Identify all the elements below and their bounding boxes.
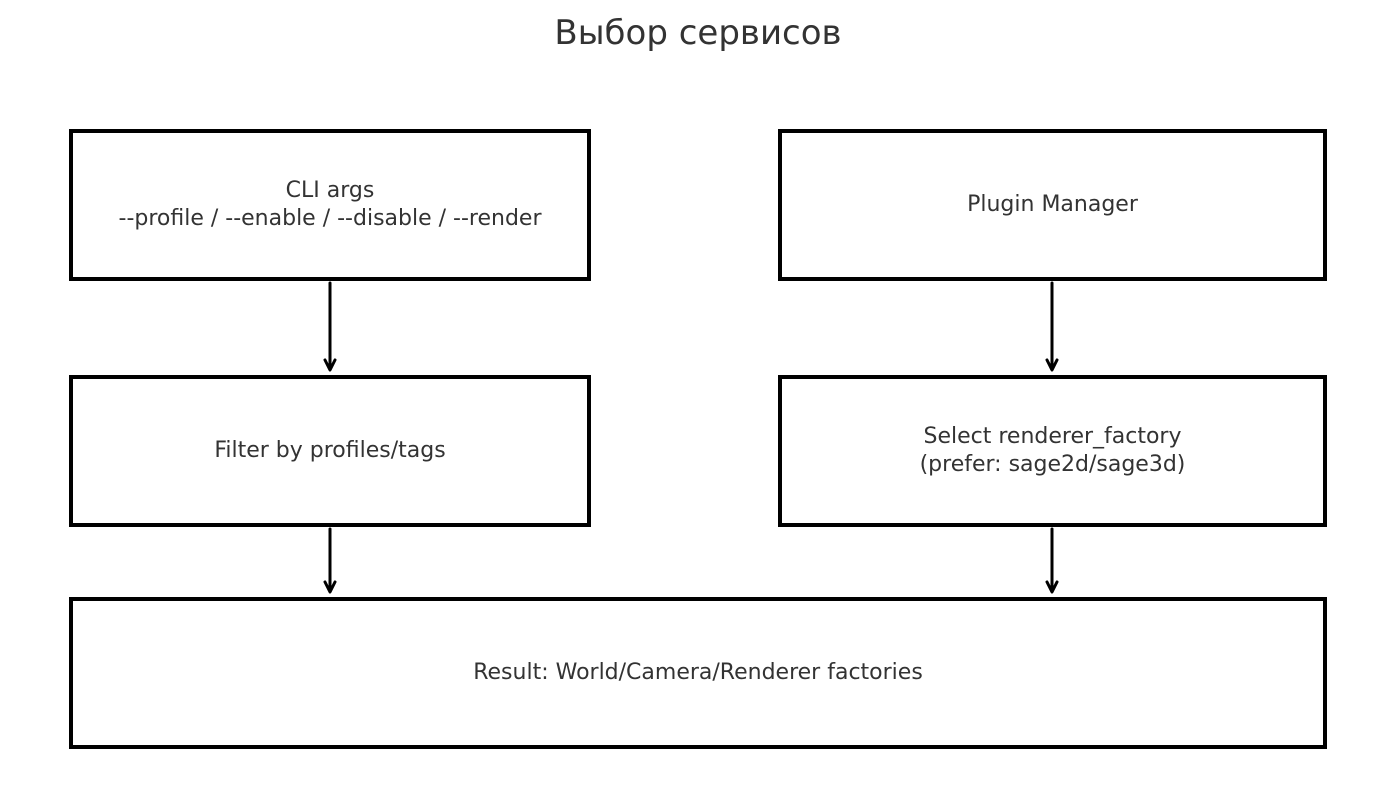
node-cli-args-options: --profile / --enable / --disable / --ren… [118,206,542,231]
node-plugin-manager-label: Plugin Manager [967,192,1138,217]
arrow-filter-to-result [323,527,337,594]
node-filter-profiles: Filter by profiles/tags [69,375,591,527]
arrow-cli-to-filter [323,281,337,372]
arrow-select-to-result [1045,527,1059,594]
node-select-renderer-note: (prefer: sage2d/sage3d) [919,452,1186,477]
node-cli-args: CLI args --profile / --enable / --disabl… [69,129,591,281]
node-cli-args-label: CLI args [285,178,375,203]
node-plugin-manager: Plugin Manager [778,129,1327,281]
diagram-title: Выбор сервисов [554,13,842,53]
arrow-plugin-to-select [1045,281,1059,372]
node-result-label: Result: World/Camera/Renderer factories [473,660,923,685]
node-select-renderer: Select renderer_factory (prefer: sage2d/… [778,375,1327,527]
node-result: Result: World/Camera/Renderer factories [69,597,1327,749]
node-filter-profiles-label: Filter by profiles/tags [214,438,446,463]
node-select-renderer-label: Select renderer_factory [923,424,1182,449]
